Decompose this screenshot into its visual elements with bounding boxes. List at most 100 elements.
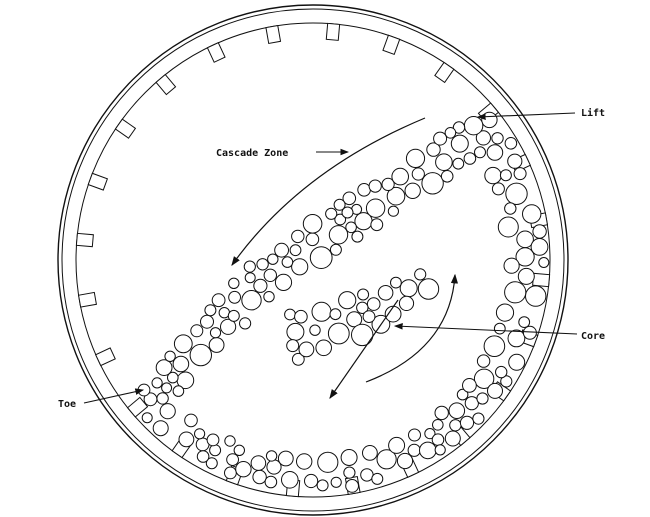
ball: [476, 392, 489, 405]
ball: [333, 198, 346, 211]
ball: [155, 359, 173, 377]
ball: [450, 134, 469, 153]
ball: [370, 218, 384, 232]
ball: [343, 466, 356, 479]
lifter-bar: [87, 172, 109, 191]
ball: [206, 433, 220, 447]
ball: [211, 293, 226, 308]
mill-shell: [57, 4, 569, 516]
ball: [227, 309, 240, 322]
ball: [304, 473, 319, 489]
lifter-bar: [325, 22, 341, 41]
ball: [226, 453, 240, 467]
lifter-bar: [126, 396, 149, 418]
lifter-bar: [75, 232, 94, 248]
ball: [205, 457, 218, 470]
ball: [504, 281, 527, 304]
grinding-balls: [137, 111, 550, 493]
ball: [530, 238, 549, 256]
ball: [356, 301, 369, 314]
ball: [362, 310, 376, 324]
ball: [368, 179, 382, 193]
ball: [459, 415, 475, 430]
ball: [513, 167, 527, 181]
label-cascade-zone: Cascade Zone: [216, 148, 288, 159]
ball: [173, 334, 193, 354]
ball: [330, 476, 342, 488]
core-pointer: [393, 323, 578, 335]
ball: [228, 277, 240, 289]
lifter-bar: [382, 34, 401, 56]
ball: [224, 435, 236, 447]
ball: [357, 288, 370, 301]
ball: [264, 475, 278, 489]
ball: [141, 412, 153, 424]
ball: [444, 430, 461, 447]
lifter-bar: [95, 347, 116, 367]
label-lift: Lift: [581, 107, 605, 119]
ball: [338, 291, 357, 310]
ball: [444, 127, 457, 139]
ball: [345, 221, 357, 234]
ball: [390, 276, 402, 289]
ball: [151, 377, 163, 389]
ball: [386, 186, 406, 206]
ball: [291, 258, 309, 276]
ball: [515, 247, 535, 267]
ball: [360, 468, 374, 482]
ball: [452, 157, 465, 170]
ball: [190, 324, 204, 338]
ball: [241, 290, 262, 311]
ball: [204, 304, 217, 317]
ball: [291, 229, 305, 244]
ball: [475, 130, 491, 146]
ball: [411, 167, 425, 181]
ball: [538, 257, 550, 268]
ball: [505, 182, 528, 206]
ball: [493, 322, 506, 335]
ball: [184, 413, 198, 428]
ball: [161, 382, 173, 394]
ball: [196, 450, 210, 463]
ball: [431, 433, 445, 447]
ball: [491, 132, 504, 145]
ball: [274, 242, 290, 258]
ball: [341, 206, 354, 219]
ball: [281, 256, 294, 268]
ball: [208, 337, 225, 353]
ball: [500, 375, 513, 388]
ball: [340, 449, 358, 466]
ball: [464, 396, 479, 411]
ball: [302, 214, 323, 234]
shell-inner-circle: [61, 8, 565, 512]
ball: [329, 308, 342, 321]
ball: [137, 383, 151, 397]
ball: [449, 419, 462, 432]
ball: [228, 290, 242, 304]
ball: [224, 466, 237, 480]
ball: [452, 121, 466, 134]
label-toe: Toe: [58, 399, 76, 410]
ball: [305, 232, 320, 247]
ball: [387, 205, 399, 217]
ball: [346, 311, 363, 328]
ball: [178, 431, 195, 448]
label-core: Core: [581, 331, 605, 342]
core-rotation-arrow: [365, 273, 459, 383]
ball: [156, 392, 169, 405]
ball: [294, 309, 308, 324]
ball: [462, 378, 477, 393]
ball: [365, 198, 386, 218]
ball: [481, 111, 498, 129]
ball: [486, 144, 504, 161]
ball: [417, 278, 440, 300]
ball: [487, 382, 503, 399]
ball: [189, 343, 213, 367]
ball: [476, 354, 491, 368]
shell-outer-circle: [57, 4, 569, 516]
ball: [298, 341, 315, 358]
ball: [172, 385, 185, 397]
ball: [309, 324, 321, 336]
ball: [209, 327, 222, 339]
ball: [235, 461, 252, 478]
